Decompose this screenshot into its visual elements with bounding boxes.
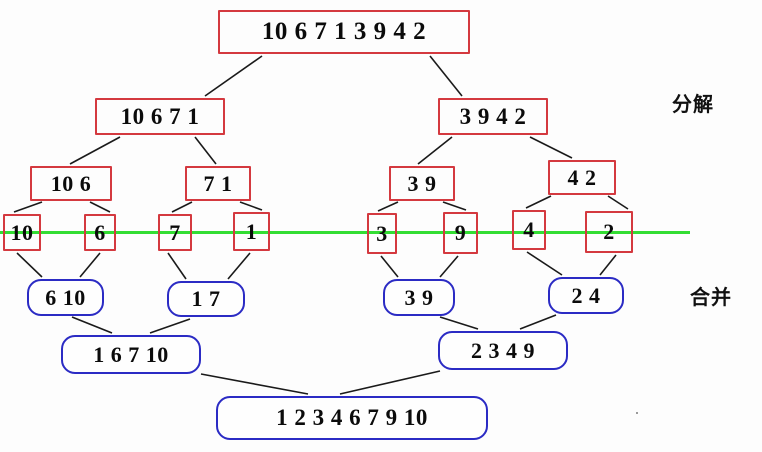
phase-label-split: 分解 bbox=[672, 92, 714, 116]
edge-s0-to-s1r bbox=[429, 55, 463, 97]
split-node-s2b: 7 1 bbox=[185, 166, 251, 201]
merge-node-m3: 1 2 3 4 6 7 9 10 bbox=[216, 396, 488, 440]
split-node-s3f: 9 bbox=[443, 212, 478, 254]
edge-s1r-to-s2c bbox=[417, 136, 453, 165]
edge-m1b-to-m2a bbox=[149, 318, 191, 334]
edge-m2a-to-m3 bbox=[200, 373, 309, 395]
edge-s3f-to-m1c bbox=[439, 255, 459, 278]
edge-s2d-to-s3h bbox=[607, 195, 629, 210]
split-node-s3h: 2 bbox=[585, 211, 633, 253]
edge-s3c-to-m1b bbox=[167, 252, 187, 280]
edge-m1c-to-m2b bbox=[439, 316, 479, 330]
split-node-s2a: 10 6 bbox=[30, 166, 112, 201]
split-node-s1l: 10 6 7 1 bbox=[95, 98, 225, 135]
edge-s1l-to-s2b bbox=[194, 136, 217, 165]
merge-node-m1c: 3 9 bbox=[383, 279, 455, 316]
split-node-s3d: 1 bbox=[233, 212, 270, 251]
merge-node-m2b: 2 3 4 9 bbox=[438, 331, 568, 370]
edge-s3e-to-m1c bbox=[380, 255, 399, 278]
edge-s1r-to-s2d bbox=[529, 136, 573, 159]
split-node-s2d: 4 2 bbox=[548, 160, 616, 195]
edge-m1a-to-m2a bbox=[71, 316, 113, 334]
edge-s3d-to-m1b bbox=[227, 252, 251, 280]
phase-label-merge: 合并 bbox=[690, 285, 732, 309]
edge-s2d-to-s3g bbox=[525, 195, 552, 209]
edge-s2b-to-s3c bbox=[171, 201, 193, 213]
split-node-s0: 10 6 7 1 3 9 4 2 bbox=[218, 10, 470, 54]
edge-m1d-to-m2b bbox=[519, 314, 557, 330]
edge-s3b-to-m1a bbox=[79, 252, 101, 278]
edge-s3a-to-m1a bbox=[16, 252, 43, 278]
merge-node-m1a: 6 10 bbox=[27, 279, 104, 316]
split-node-s3c: 7 bbox=[158, 214, 192, 251]
split-node-s3g: 4 bbox=[512, 210, 546, 250]
edge-s2c-to-s3f bbox=[442, 201, 467, 211]
split-node-s3b: 6 bbox=[84, 214, 116, 251]
edge-s0-to-s1l bbox=[204, 55, 263, 97]
split-node-s3e: 3 bbox=[367, 213, 397, 254]
merge-node-m1d: 2 4 bbox=[548, 277, 624, 314]
edge-s2a-to-s3b bbox=[89, 201, 111, 213]
edge-s3h-to-m1d bbox=[599, 254, 617, 276]
split-node-s3a: 10 bbox=[3, 214, 41, 251]
edge-m2b-to-m3 bbox=[339, 370, 441, 395]
split-node-s2c: 3 9 bbox=[389, 166, 455, 201]
edge-s2a-to-s3a bbox=[13, 201, 43, 213]
merge-node-m1b: 1 7 bbox=[167, 281, 245, 317]
edge-s2c-to-s3e bbox=[377, 201, 399, 212]
edge-s3g-to-m1d bbox=[526, 251, 563, 276]
edge-s1l-to-s2a bbox=[69, 136, 121, 165]
merge-node-m2a: 1 6 7 10 bbox=[61, 335, 201, 374]
stray-dot bbox=[636, 412, 638, 414]
divide-merge-divider-line bbox=[0, 231, 690, 234]
edge-s2b-to-s3d bbox=[239, 201, 263, 211]
split-node-s1r: 3 9 4 2 bbox=[438, 98, 548, 135]
